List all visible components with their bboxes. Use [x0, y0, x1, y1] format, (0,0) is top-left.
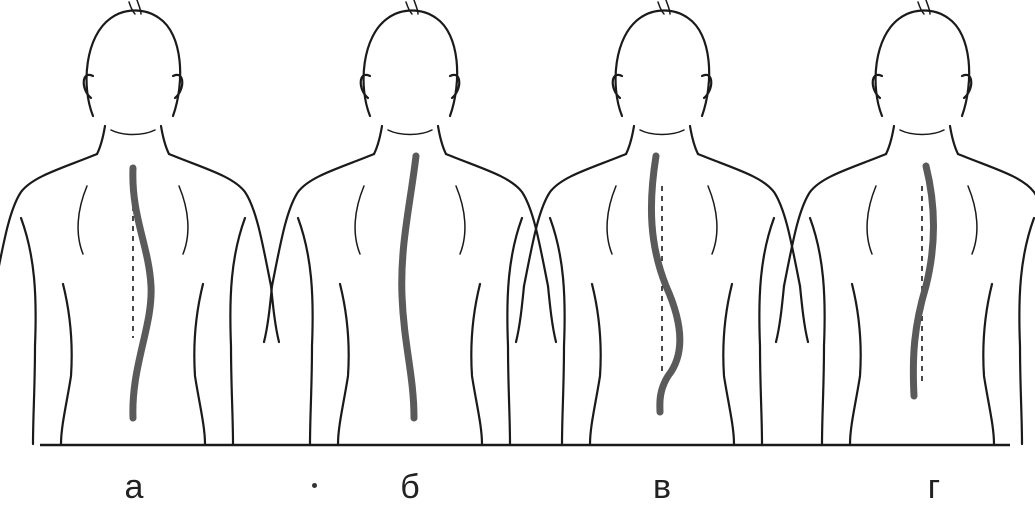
label-a: а: [104, 470, 164, 504]
spine-curve-d: [913, 166, 933, 396]
label-c: в: [632, 470, 692, 504]
label-b: б: [380, 470, 440, 504]
figure-c: [516, 0, 808, 444]
figure-b: [264, 0, 556, 444]
label-d: г: [904, 470, 964, 504]
figure-a: [0, 0, 279, 444]
spine-curve-b: [402, 156, 416, 418]
separator-dot: [312, 483, 317, 488]
figure-d: [776, 0, 1035, 444]
spine-curve-c: [651, 156, 679, 412]
spine-curve-a: [133, 168, 151, 418]
